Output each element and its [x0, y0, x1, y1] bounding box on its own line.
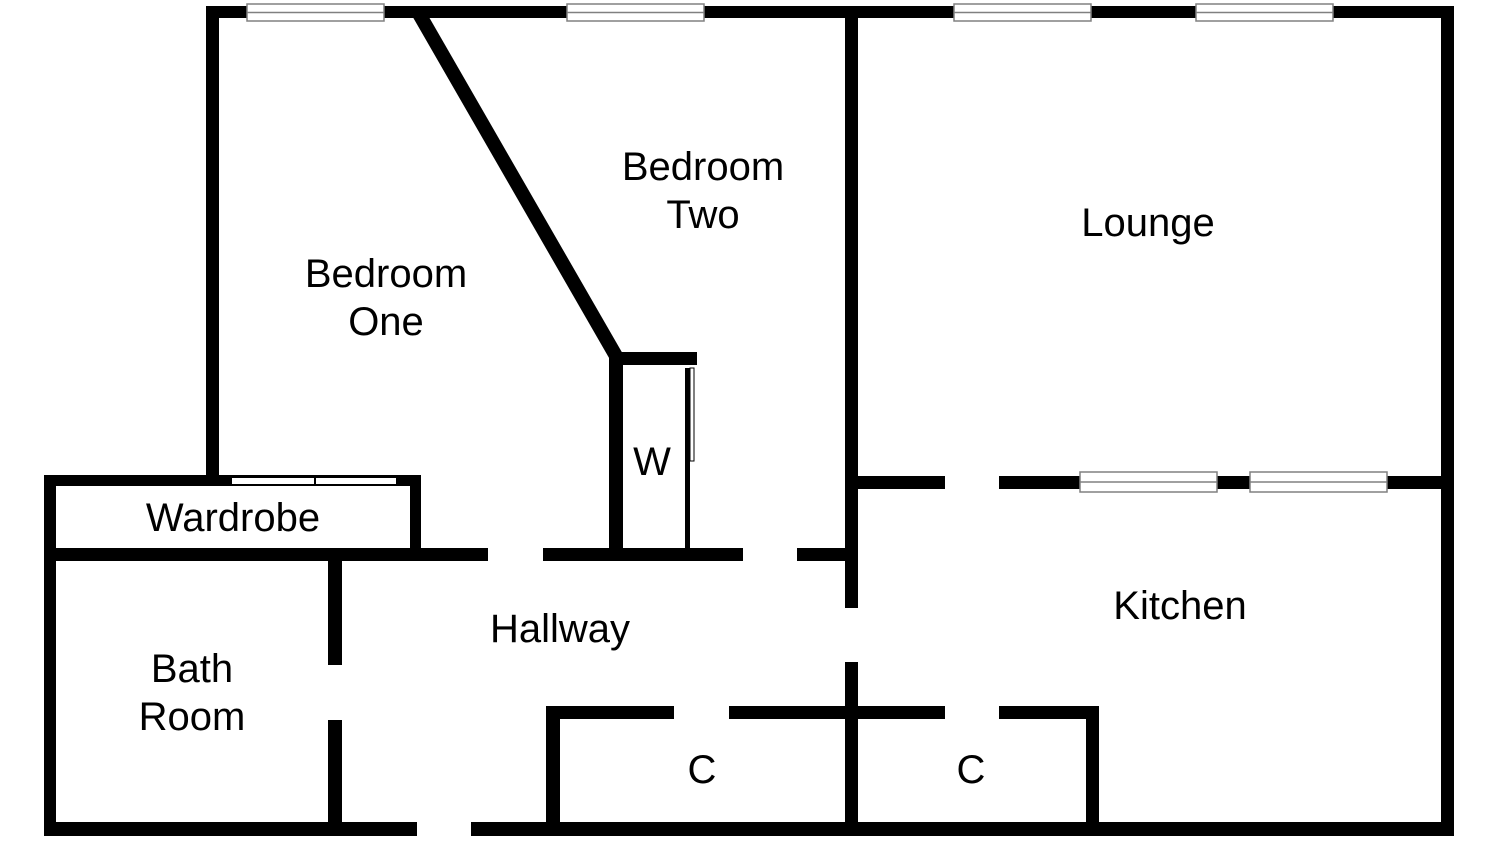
- wall-center-lower: [845, 662, 858, 836]
- room-label-cupboard-1: C: [672, 746, 732, 794]
- room-label-cupboard-2: C: [941, 746, 1001, 794]
- room-label-bedroom-two: Bedroom Two: [613, 143, 793, 239]
- wardrobe-door-right: [316, 478, 396, 484]
- windows: [246, 3, 1388, 493]
- w-cupboard-door-panel: [689, 367, 695, 462]
- wall-diagonal: [411, 8, 623, 360]
- room-label-hallway: Hallway: [470, 605, 650, 653]
- room-label-wardrobe: Wardrobe: [128, 494, 338, 542]
- room-label-bedroom-one: Bedroom One: [296, 250, 476, 346]
- wall-bottom-right: [471, 822, 1454, 836]
- room-label-bedroom-one-line1: Bedroom: [304, 252, 468, 296]
- wall-c2-right: [1086, 706, 1099, 836]
- room-label-bedroom-two-line1: Bedroom: [621, 145, 785, 189]
- wall-c1-top-right: [729, 706, 945, 719]
- room-label-w-text: W: [633, 440, 671, 484]
- room-label-bathroom: Bath Room: [112, 645, 272, 741]
- room-label-kitchen: Kitchen: [1090, 582, 1270, 630]
- wall-bath-right-lower: [328, 720, 342, 836]
- wall-left-outer: [44, 475, 56, 836]
- wall-w-top: [609, 352, 697, 365]
- wall-bottom-left: [44, 822, 417, 836]
- room-label-cupboard-2-text: C: [956, 748, 986, 792]
- room-label-wardrobe-text: Wardrobe: [145, 496, 321, 540]
- room-label-bedroom-two-line2: Two: [666, 193, 740, 237]
- room-label-hallway-text: Hallway: [489, 607, 631, 651]
- wall-bedroom-one-bottom: [543, 548, 743, 561]
- wall-center-upper: [845, 6, 858, 608]
- wall-lounge-bottom-left: [845, 476, 945, 489]
- wall-c1-left: [546, 706, 560, 836]
- walls: [44, 6, 1454, 836]
- wall-top: [206, 6, 1454, 18]
- wall-w-left: [609, 352, 623, 561]
- room-label-w: W: [622, 438, 682, 486]
- wall-bedroom-one-left: [206, 6, 219, 484]
- wall-c1-top-left: [546, 706, 674, 719]
- room-label-lounge: Lounge: [1058, 199, 1238, 247]
- wall-bath-right-upper: [328, 561, 342, 665]
- room-label-cupboard-1-text: C: [687, 748, 717, 792]
- wall-wardrobe-right: [410, 475, 421, 559]
- room-label-bedroom-one-line2: One: [348, 300, 424, 344]
- w-cupboard-door: [685, 368, 690, 550]
- room-label-bathroom-line2: Room: [138, 695, 246, 739]
- room-label-kitchen-text: Kitchen: [1113, 584, 1247, 628]
- wall-c2-top-right: [999, 706, 1099, 719]
- wall-wardrobe-bottom: [44, 548, 488, 561]
- room-label-lounge-text: Lounge: [1081, 201, 1215, 245]
- room-label-bathroom-line1: Bath: [150, 647, 234, 691]
- wardrobe-door-left: [232, 478, 314, 484]
- wall-right: [1441, 6, 1454, 836]
- wall-bedroom-two-bottom: [797, 548, 857, 561]
